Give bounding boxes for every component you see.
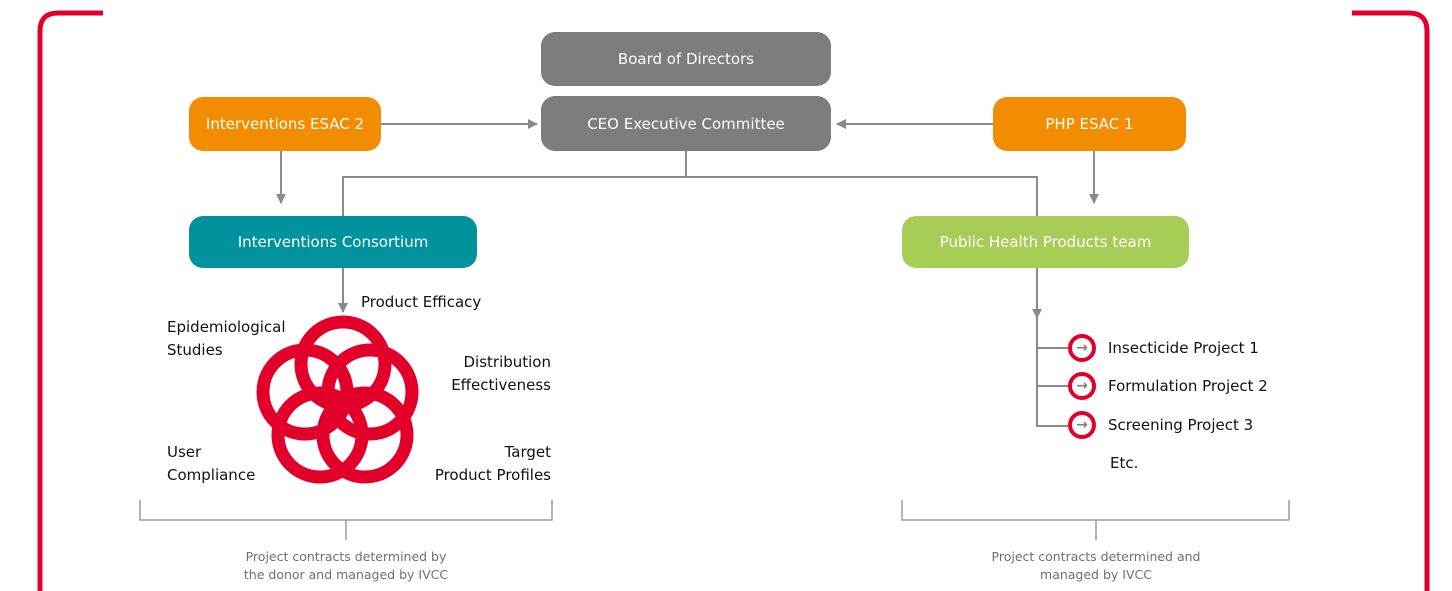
arrow-circle-icon: →: [1068, 334, 1096, 362]
area-user-compliance: User Compliance: [167, 441, 255, 487]
arrow-circle-icon: →: [1068, 411, 1096, 439]
area-target-line-1: Target: [504, 443, 551, 461]
left-contract-note-line-1: Project contracts determined by: [245, 549, 447, 564]
right-bracket: [901, 500, 1290, 540]
area-product-efficacy: Product Efficacy: [361, 291, 481, 314]
projects-more-label: Etc.: [1110, 454, 1139, 472]
area-epidemiological-line-1: Epidemiological: [167, 318, 286, 336]
ceo-executive-committee-box: CEO Executive Committee: [541, 96, 831, 151]
board-of-directors-box: Board of Directors: [541, 32, 831, 86]
right-contract-note-line-1: Project contracts determined and: [991, 549, 1201, 564]
ring-left: [256, 343, 354, 441]
area-user-line-1: User: [167, 443, 202, 461]
board-of-directors-label: Board of Directors: [617, 50, 755, 68]
project-tree-line: [1036, 318, 1068, 427]
php-team-box: Public Health Products team: [902, 216, 1189, 268]
area-distribution-effectiveness: Distribution Effectiveness: [451, 351, 551, 397]
ceo-executive-committee-label: CEO Executive Committee: [587, 114, 785, 133]
interventions-consortium-box: Interventions Consortium: [189, 216, 477, 268]
php-esac-label: PHP ESAC 1: [1045, 115, 1134, 133]
interventions-esac-box: Interventions ESAC 2: [189, 97, 381, 151]
right-contract-note: Project contracts determined and managed…: [946, 548, 1246, 584]
area-epidemiological-line-2: Studies: [167, 341, 223, 359]
area-user-line-2: Compliance: [167, 466, 256, 484]
interventions-esac-label: Interventions ESAC 2: [205, 115, 365, 133]
project-item-label: Screening Project 3: [1108, 416, 1254, 434]
ceo-branch-line-right: [686, 176, 1038, 216]
right-contract-note-line-2: managed by IVCC: [1040, 567, 1152, 582]
area-target-product-profiles: Target Product Profiles: [435, 441, 551, 487]
area-product-efficacy-text: Product Efficacy: [361, 293, 482, 311]
project-item-label: Insecticide Project 1: [1108, 339, 1259, 357]
project-item-label: Formulation Project 2: [1108, 377, 1268, 395]
php-esac-box: PHP ESAC 1: [993, 97, 1186, 151]
five-rings-icon: [256, 315, 419, 484]
ring-bottom-left: [271, 386, 369, 484]
php-team-label: Public Health Products team: [939, 233, 1152, 251]
left-contract-note: Project contracts determined by the dono…: [196, 548, 496, 584]
arrow-circle-icon: →: [1068, 372, 1096, 400]
frame-border: [37, 10, 103, 591]
project-item: → Formulation Project 2: [1068, 372, 1268, 400]
left-contract-note-line-2: the donor and managed by IVCC: [243, 567, 449, 582]
area-target-line-2: Product Profiles: [434, 466, 551, 484]
ceo-branch-line: [342, 151, 687, 216]
interventions-consortium-label: Interventions Consortium: [237, 233, 429, 251]
area-epidemiological-studies: Epidemiological Studies: [167, 316, 286, 362]
frame-border-right: [1352, 10, 1430, 591]
area-distribution-line-2: Effectiveness: [451, 376, 551, 394]
project-item: → Insecticide Project 1: [1068, 334, 1259, 362]
area-distribution-line-1: Distribution: [463, 353, 551, 371]
project-item: → Screening Project 3: [1068, 411, 1253, 439]
left-bracket: [139, 500, 553, 540]
